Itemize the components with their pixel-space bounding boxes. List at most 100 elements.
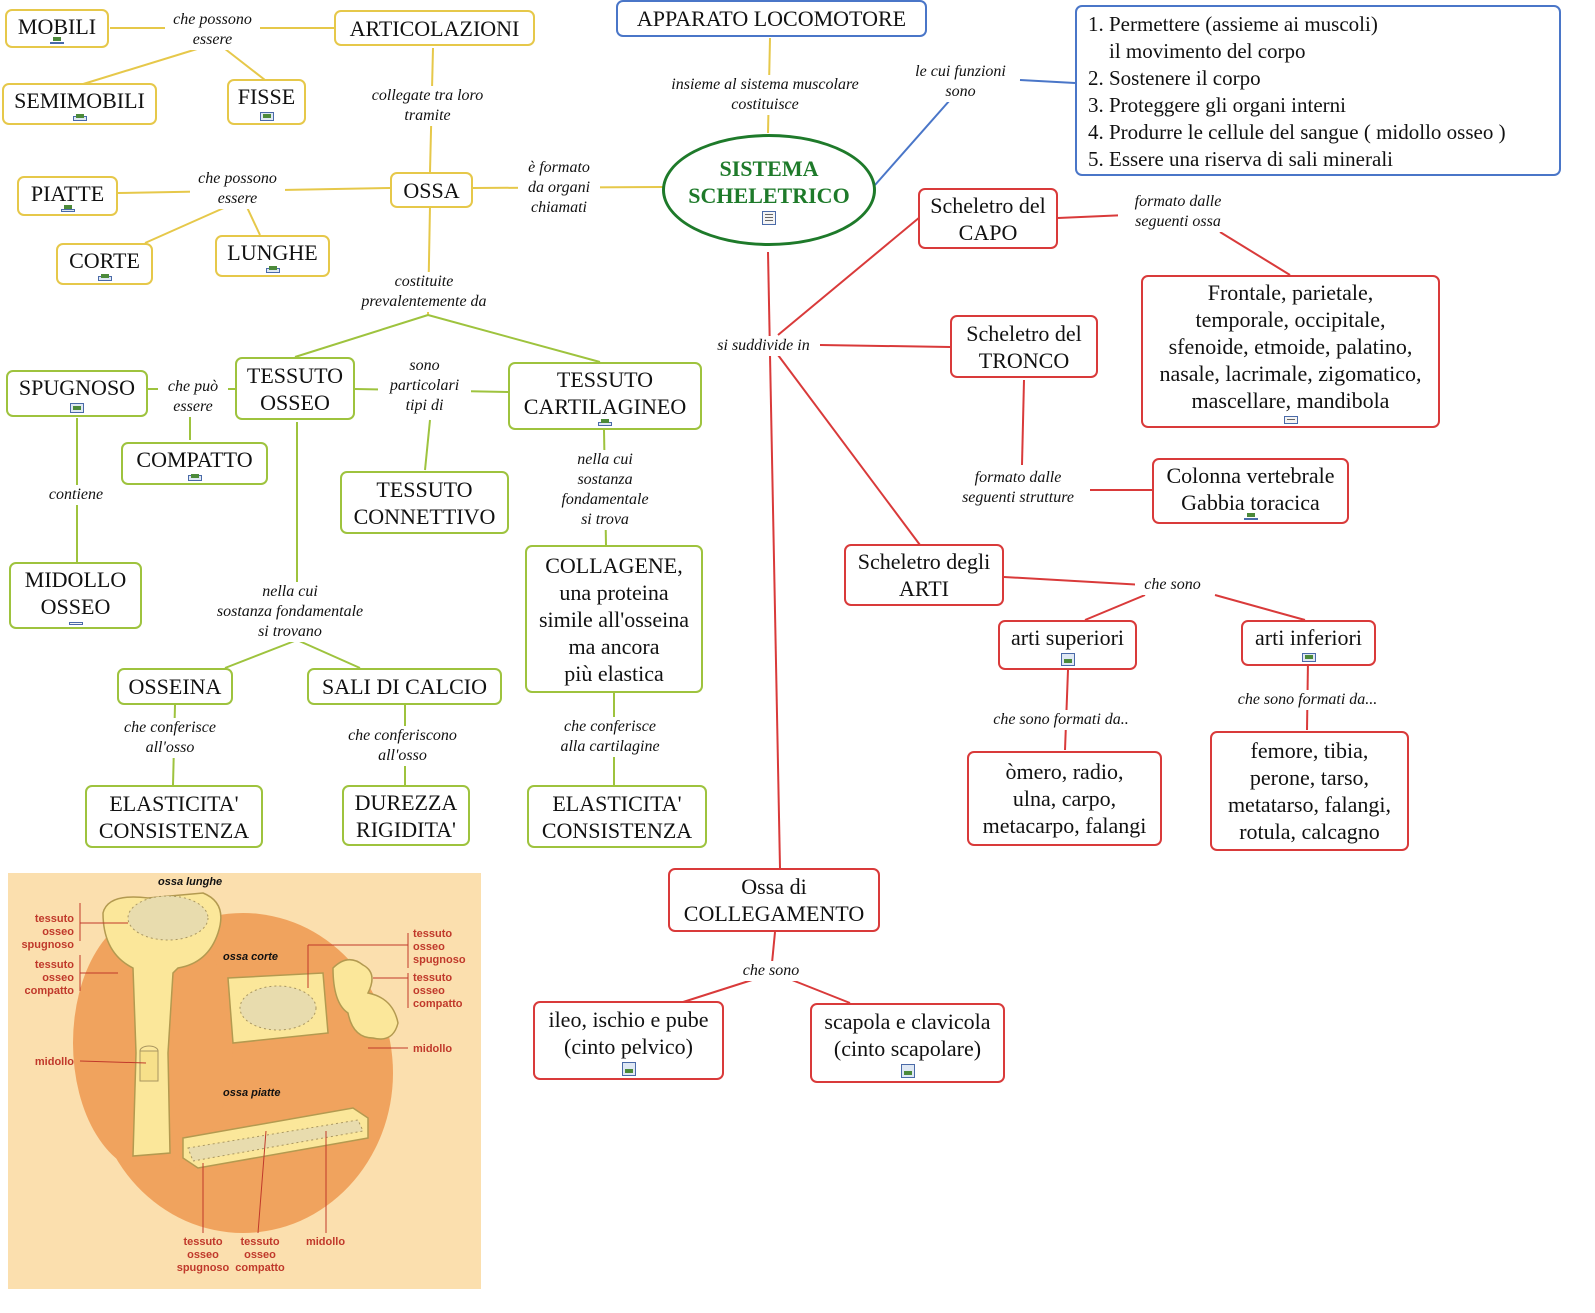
ossa-node[interactable]: OSSA (390, 172, 473, 208)
node-text: òmero, radio, ulna, carpo, metacarpo, fa… (982, 759, 1147, 838)
node-text: COLLAGENE, una proteina simile all'ossei… (539, 552, 689, 686)
colonna-gabbia-node[interactable]: Colonna vertebrale Gabbia toracica (1152, 458, 1349, 524)
label-lunghe-midollo: midollo (34, 1056, 74, 1068)
link-label: che conferiscono all'osso (335, 726, 470, 766)
compatto-node[interactable]: COMPATTO (121, 442, 268, 485)
node-text: TESSUTO OSSEO (246, 362, 344, 415)
tessuto-cartilagineo-node[interactable]: TESSUTO CARTILAGINEO (508, 362, 702, 430)
spugnoso-node[interactable]: SPUGNOSO (6, 370, 148, 417)
label-ossa-corte: ossa corte (223, 951, 279, 963)
node-text: PIATTE (30, 181, 105, 206)
label-corte-midollo: midollo (413, 1043, 453, 1055)
node-text: LUNGHE (227, 240, 318, 265)
function-item: Proteggere gli organi interni (1109, 92, 1551, 119)
node-text: scapola e clavicola (cinto scapolare) (824, 1009, 991, 1061)
semimobili-node[interactable]: SEMIMOBILI (2, 83, 157, 125)
cinto-pelvico-node[interactable]: ileo, ischio e pube (cinto pelvico) (533, 1001, 724, 1080)
link-label: che possono essere (165, 10, 260, 50)
image-icon[interactable] (259, 112, 274, 121)
scheletro-capo-node[interactable]: Scheletro del CAPO (918, 188, 1058, 249)
node-text: SPUGNOSO (18, 375, 136, 400)
midollo-osseo-node[interactable]: MIDOLLO OSSEO (9, 562, 142, 629)
image-icon[interactable] (1243, 513, 1258, 520)
ossa-arti-inferiori-node[interactable]: femore, tibia, perone, tarso, metatarso,… (1210, 731, 1409, 851)
arti-superiori-node[interactable]: arti superiori (998, 620, 1137, 670)
node-text: ARTICOLAZIONI (349, 15, 520, 41)
link-label: che sono formati da... (1225, 690, 1390, 710)
apparato-locomotore-node[interactable]: APPARATO LOCOMOTORE (616, 0, 927, 37)
ossa-capo-node[interactable]: Frontale, parietale, temporale, occipita… (1141, 275, 1440, 428)
link-label: formato dalle seguenti ossa (1118, 192, 1238, 232)
collagene-node[interactable]: COLLAGENE, una proteina simile all'ossei… (525, 545, 703, 693)
tessuto-connettivo-node[interactable]: TESSUTO CONNETTIVO (340, 471, 509, 534)
node-text: TESSUTO CARTILAGINEO (523, 367, 687, 419)
function-item: Essere una riserva di sali minerali (1109, 146, 1551, 173)
link-label: nella cui sostanza fondamentale si trova (550, 450, 660, 530)
image-icon[interactable] (1060, 653, 1075, 666)
bone-illustration-svg (73, 892, 409, 1234)
arti-inferiori-node[interactable]: arti inferiori (1241, 620, 1376, 666)
note-icon[interactable] (1283, 416, 1298, 424)
node-text: DUREZZA RIGIDITA' (354, 789, 458, 842)
bone-types-illustration: ossa lunghe ossa corte ossa piatte tessu… (8, 873, 481, 1289)
scheletro-tronco-node[interactable]: Scheletro del TRONCO (950, 315, 1098, 378)
corte-node[interactable]: CORTE (56, 243, 153, 285)
image-icon[interactable] (1301, 653, 1316, 662)
link-label: formato dalle seguenti strutture (948, 468, 1088, 508)
lunghe-node[interactable]: LUNGHE (215, 235, 330, 277)
node-text: femore, tibia, perone, tarso, metatarso,… (1227, 738, 1392, 844)
image-icon[interactable] (60, 205, 75, 212)
image-icon[interactable] (70, 403, 84, 413)
node-text: CORTE (69, 248, 140, 273)
link-label: collegate tra loro tramite (355, 86, 500, 126)
node-text: Colonna vertebrale Gabbia toracica (1166, 463, 1335, 515)
ossa-collegamento-node[interactable]: Ossa di COLLEGAMENTO (668, 868, 880, 932)
image-icon[interactable] (187, 474, 202, 481)
functions-list: Permettere (assieme ai muscoli) il movim… (1075, 5, 1561, 176)
osseina-node[interactable]: OSSEINA (117, 668, 233, 705)
sistema-scheletrico-node[interactable]: SISTEMA SCHELETRICO (662, 134, 876, 246)
node-text: Ossa di COLLEGAMENTO (683, 874, 865, 926)
fisse-node[interactable]: FISSE (227, 79, 306, 125)
articolazioni-node[interactable]: ARTICOLAZIONI (334, 10, 535, 46)
function-item: Sostenere il corpo (1109, 65, 1551, 92)
label-corte-compatto: tessuto osseo compatto (413, 972, 463, 1010)
link-label: le cui funzioni sono (903, 62, 1018, 102)
node-text: APPARATO LOCOMOTORE (636, 6, 907, 31)
note-icon[interactable] (762, 211, 776, 225)
image-icon[interactable] (900, 1064, 915, 1078)
node-text: TESSUTO CONNETTIVO (353, 476, 496, 529)
image-icon[interactable] (621, 1061, 636, 1076)
image-icon[interactable] (72, 114, 87, 121)
link-label: che sono (735, 961, 807, 981)
node-text: OSSEINA (128, 674, 222, 699)
node-text: MIDOLLO OSSEO (24, 567, 127, 619)
piatte-node[interactable]: PIATTE (17, 176, 118, 216)
label-piatte-spugnoso: tessuto osseo spugnoso (176, 1236, 230, 1274)
link-label: che conferisce all'osso (110, 718, 230, 758)
tessuto-osseo-node[interactable]: TESSUTO OSSEO (235, 357, 355, 420)
link-label: nella cui sostanza fondamentale si trova… (200, 582, 380, 642)
mobili-node[interactable]: MOBILI (5, 9, 109, 48)
ossa-arti-superiori-node[interactable]: òmero, radio, ulna, carpo, metacarpo, fa… (967, 751, 1162, 846)
node-text: SISTEMA SCHELETRICO (688, 156, 850, 208)
link-label: si suddivide in (707, 336, 820, 356)
node-text: FISSE (237, 84, 296, 109)
node-text: MOBILI (17, 14, 97, 39)
link-label: sono particolari tipi di (378, 356, 471, 416)
image-icon[interactable] (50, 37, 64, 44)
node-text: ELASTICITA' CONSISTENZA (541, 790, 693, 843)
durezza-node[interactable]: DUREZZA RIGIDITA' (342, 785, 470, 846)
label-lunghe-compatto: tessuto osseo compatto (24, 959, 75, 997)
note-icon[interactable] (68, 622, 83, 625)
image-icon[interactable] (265, 266, 280, 273)
scheletro-arti-node[interactable]: Scheletro degli ARTI (844, 544, 1004, 606)
node-text: Frontale, parietale, temporale, occipita… (1159, 280, 1422, 413)
image-icon[interactable] (97, 274, 112, 281)
image-icon[interactable] (598, 419, 612, 426)
sali-di-calcio-node[interactable]: SALI DI CALCIO (307, 668, 502, 705)
elasticita-cartilagine-node[interactable]: ELASTICITA' CONSISTENZA (527, 785, 707, 848)
elasticita-osso-node[interactable]: ELASTICITA' CONSISTENZA (85, 785, 263, 848)
cinto-scapolare-node[interactable]: scapola e clavicola (cinto scapolare) (810, 1003, 1005, 1083)
link-label: costituite prevalentemente da (345, 272, 503, 312)
